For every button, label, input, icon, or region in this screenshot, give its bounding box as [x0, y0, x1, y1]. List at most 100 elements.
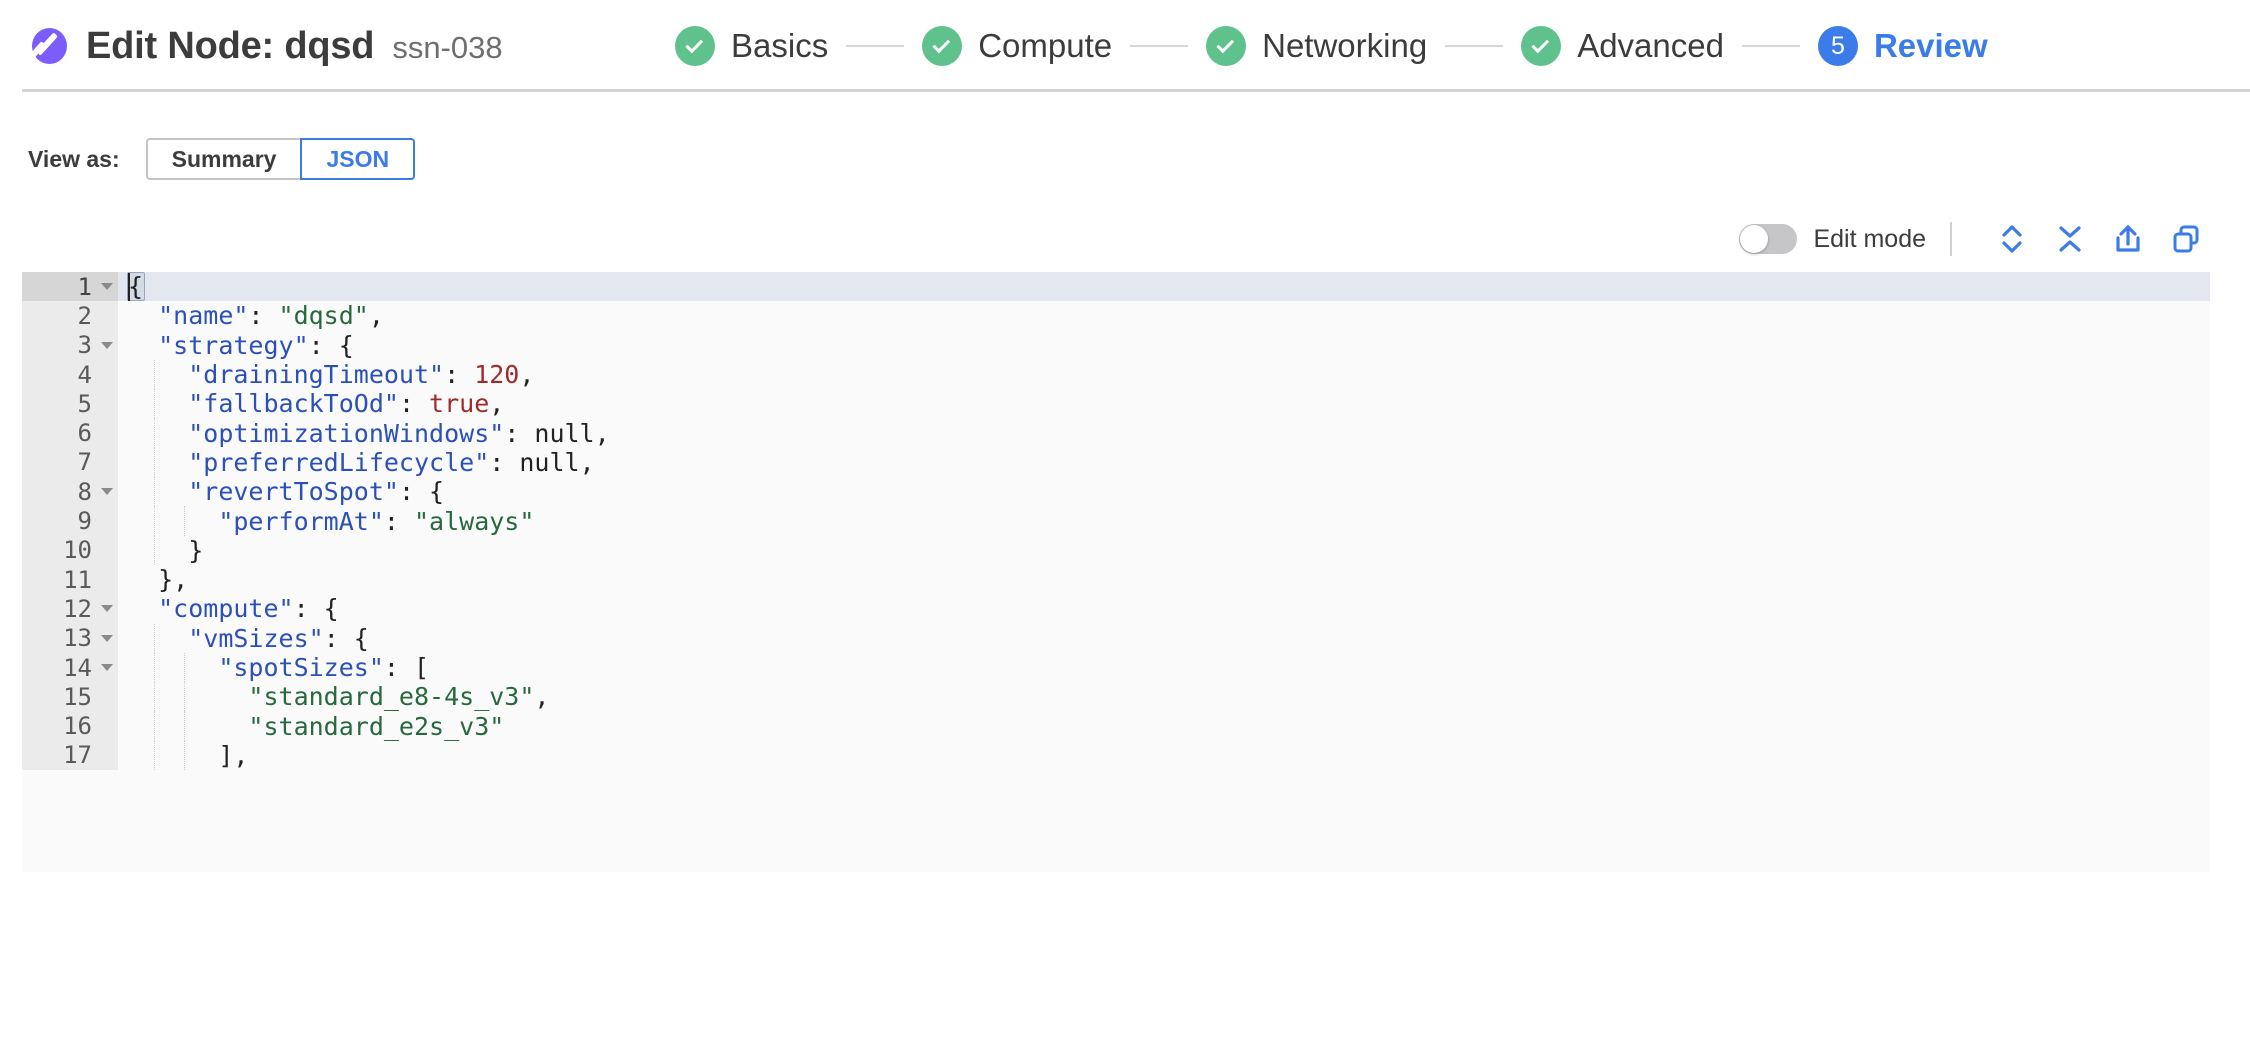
- code-tokens: "name": "dqsd",: [128, 301, 384, 330]
- token-p: },: [158, 565, 189, 595]
- toggle-knob: [1740, 225, 1769, 253]
- code-line[interactable]: 6 "optimizationWindows": null,: [22, 418, 2210, 448]
- code-line[interactable]: 15 "standard_e8-4s_v3",: [22, 682, 2210, 712]
- token-p: {: [128, 272, 144, 302]
- token-s: "always": [414, 506, 535, 536]
- fold-spacer: [96, 711, 118, 741]
- code-body[interactable]: 1{2 "name": "dqsd",3 "strategy": {4 "dra…: [22, 272, 2210, 771]
- code-line[interactable]: 7 "preferredLifecycle": null,: [22, 447, 2210, 478]
- fold-spacer: [96, 301, 118, 331]
- code-text: }: [118, 535, 2210, 565]
- indent-guide: [154, 359, 156, 390]
- code-text: "vmSizes": {: [118, 623, 2210, 653]
- edit-mode-toggle[interactable]: [1739, 224, 1798, 254]
- code-text: {: [118, 272, 2210, 301]
- token-s: "standard_e8-4s_v3": [248, 682, 535, 712]
- indent-guide: [184, 740, 186, 771]
- fold-toggle-icon[interactable]: [96, 330, 118, 360]
- code-line[interactable]: 17 ],: [22, 740, 2210, 771]
- json-code-editor[interactable]: 1{2 "name": "dqsd",3 "strategy": {4 "dra…: [22, 272, 2210, 872]
- fold-toggle-icon[interactable]: [96, 477, 118, 507]
- fold-spacer: [96, 359, 118, 390]
- line-number: 17: [22, 740, 96, 771]
- code-line[interactable]: 1{: [22, 272, 2210, 302]
- view-as-summary-button[interactable]: Summary: [145, 138, 301, 180]
- code-line[interactable]: 5 "fallbackToOd": true,: [22, 389, 2210, 419]
- token-p: :: [444, 360, 475, 390]
- code-line[interactable]: 14 "spotSizes": [: [22, 652, 2210, 683]
- fold-spacer: [96, 535, 118, 565]
- stepper-step-basics[interactable]: Basics: [675, 26, 828, 66]
- line-number: 16: [22, 711, 96, 741]
- token-p: : [: [383, 653, 430, 682]
- edit-mode-label: Edit mode: [1813, 224, 1926, 253]
- line-number: 4: [22, 359, 96, 390]
- expand-all-icon[interactable]: [1990, 219, 2034, 259]
- view-as-json-button[interactable]: JSON: [300, 138, 416, 180]
- copy-icon[interactable]: [2164, 219, 2208, 259]
- stepper-step-advanced[interactable]: Advanced: [1521, 26, 1724, 66]
- code-line[interactable]: 11 },: [22, 564, 2210, 595]
- view-as-label: View as:: [28, 145, 120, 172]
- code-text: "standard_e8-4s_v3",: [118, 682, 2210, 712]
- toolbar-divider: [1950, 222, 1952, 256]
- step-review-label: Review: [1873, 27, 1988, 64]
- step-advanced-label: Advanced: [1577, 27, 1724, 64]
- indent-guide: [154, 506, 156, 536]
- view-as-segmented-control: Summary JSON: [145, 138, 416, 180]
- line-number: 11: [22, 564, 96, 595]
- code-tokens: {: [128, 272, 143, 301]
- code-text: ],: [118, 740, 2210, 771]
- fold-spacer: [96, 506, 118, 536]
- token-p: :: [383, 506, 414, 536]
- code-tokens: "performAt": "always": [128, 507, 534, 536]
- stepper-step-networking[interactable]: Networking: [1206, 26, 1427, 66]
- stepper-step-compute[interactable]: Compute: [922, 26, 1112, 66]
- code-line[interactable]: 8 "revertToSpot": {: [22, 477, 2210, 507]
- code-tokens: "drainingTimeout": 120,: [128, 360, 534, 389]
- code-line[interactable]: 12 "compute": {: [22, 594, 2210, 624]
- token-s: "standard_e2s_v3": [248, 711, 505, 741]
- line-number: 7: [22, 447, 96, 478]
- token-p: ],: [218, 740, 249, 770]
- indent-guide: [154, 418, 156, 448]
- code-text: },: [118, 565, 2210, 594]
- share-icon[interactable]: [2106, 219, 2150, 259]
- code-line[interactable]: 9 "performAt": "always": [22, 506, 2210, 536]
- stepper-step-review[interactable]: 5 Review: [1817, 26, 1988, 66]
- fold-toggle-icon[interactable]: [96, 623, 118, 653]
- token-k: "revertToSpot": [188, 477, 399, 507]
- code-line[interactable]: 10 }: [22, 535, 2210, 565]
- code-line[interactable]: 4 "drainingTimeout": 120,: [22, 359, 2210, 390]
- line-number: 10: [22, 535, 96, 565]
- token-p: :: [248, 301, 279, 331]
- token-n: true: [429, 389, 490, 419]
- line-number: 2: [22, 301, 96, 331]
- code-line[interactable]: 16 "standard_e2s_v3": [22, 711, 2210, 741]
- fold-toggle-icon[interactable]: [96, 272, 118, 302]
- bracket-match-highlight: [127, 272, 145, 301]
- indent-guide: [184, 506, 186, 536]
- code-line[interactable]: 3 "strategy": {: [22, 330, 2210, 360]
- fold-spacer: [96, 418, 118, 448]
- fold-toggle-icon[interactable]: [96, 594, 118, 624]
- fold-toggle-icon[interactable]: [96, 652, 118, 683]
- line-number: 5: [22, 389, 96, 419]
- step-review-number-badge: 5: [1817, 26, 1858, 66]
- line-number: 1: [22, 272, 96, 302]
- indent-guide: [154, 447, 156, 478]
- code-text: "revertToSpot": {: [118, 477, 2210, 507]
- code-tokens: "spotSizes": [: [128, 653, 429, 682]
- code-text: "standard_e2s_v3": [118, 711, 2210, 741]
- page-header: Edit Node: dqsd ssn-038 Basics Compute N…: [0, 0, 2250, 92]
- indent-guide: [154, 682, 156, 712]
- line-number: 14: [22, 652, 96, 683]
- code-line[interactable]: 2 "name": "dqsd",: [22, 301, 2210, 331]
- code-line[interactable]: 13 "vmSizes": {: [22, 623, 2210, 653]
- token-p: :: [398, 389, 430, 419]
- spot-comet-logo: [22, 23, 68, 69]
- collapse-all-icon[interactable]: [2048, 219, 2092, 259]
- code-text: "performAt": "always": [118, 506, 2210, 536]
- code-tokens: ],: [128, 741, 248, 770]
- token-s: "dqsd": [278, 301, 369, 331]
